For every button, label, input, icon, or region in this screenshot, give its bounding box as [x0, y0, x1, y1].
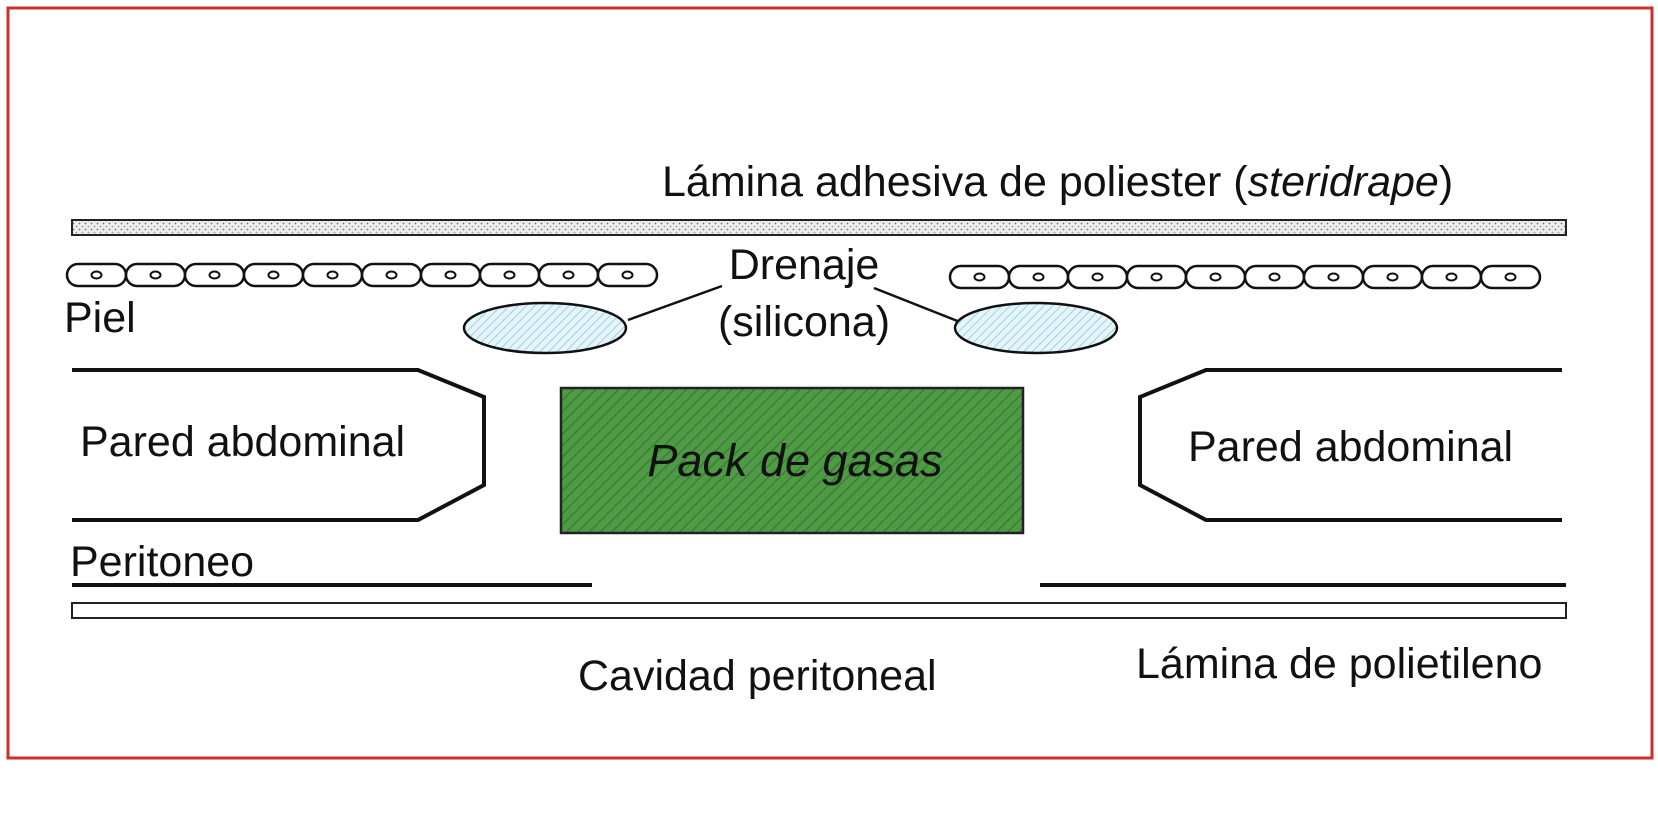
skin-cell-nucleus: [90, 270, 103, 280]
skin-cell-nucleus: [503, 270, 516, 280]
skin-cells-left: [65, 262, 659, 288]
drain-label: Drenaje: [729, 241, 880, 289]
skin-cell-nucleus: [562, 270, 575, 280]
abdominal-wall-left-label: Pared abdominal: [80, 418, 405, 466]
adhesive-sheet-label: Lámina adhesiva de poliester (steridrape…: [662, 158, 1453, 206]
skin-cell-nucleus: [326, 270, 339, 280]
adhesive-sheet-text: Lámina adhesiva de poliester (: [662, 158, 1248, 206]
polyethylene-sheet-label: Lámina de polietileno: [1136, 640, 1542, 688]
peritoneal-cavity-label: Cavidad peritoneal: [578, 652, 937, 700]
skin-cell-nucleus: [385, 270, 398, 280]
polyethylene-sheet: [71, 602, 1567, 619]
skin-cell-nucleus: [1209, 272, 1222, 282]
figure-frame: [6, 6, 1654, 760]
skin-cell-nucleus: [1504, 272, 1517, 282]
abdominal-wall-right: [1138, 368, 1562, 522]
skin-cell-nucleus: [208, 270, 221, 280]
abdominal-wall-left: [72, 368, 486, 522]
peritoneum-label: Peritoneo: [70, 538, 254, 586]
skin-cell-nucleus: [149, 270, 162, 280]
gauze-pack: [559, 386, 1025, 535]
skin-cell-nucleus: [1445, 272, 1458, 282]
drain-left: [462, 301, 628, 355]
skin-cell-nucleus: [973, 272, 986, 282]
skin-cell-nucleus: [444, 270, 457, 280]
skin-cell-nucleus: [1386, 272, 1399, 282]
skin-cells-right: [948, 264, 1542, 290]
skin-cell-nucleus: [1327, 272, 1340, 282]
skin-label: Piel: [64, 294, 136, 342]
skin-cell-nucleus: [1091, 272, 1104, 282]
gauze-pack-label: Pack de gasas: [647, 435, 942, 486]
skin-cell-nucleus: [267, 270, 280, 280]
adhesive-sheet-close: ): [1439, 158, 1453, 206]
drain-right: [953, 301, 1119, 355]
adhesive-sheet-brand: steridrape: [1248, 158, 1439, 206]
abdominal-wall-right-label: Pared abdominal: [1188, 423, 1513, 471]
drain-leader-left: [627, 284, 723, 322]
drain-material-label: (silicona): [718, 298, 890, 346]
skin-cell-nucleus: [1268, 272, 1281, 282]
skin-cell-nucleus: [621, 270, 634, 280]
drain-leader-right: [873, 286, 961, 324]
adhesive-sheet: [71, 219, 1567, 236]
skin-cell-nucleus: [1150, 272, 1163, 282]
skin-cell-nucleus: [1032, 272, 1045, 282]
